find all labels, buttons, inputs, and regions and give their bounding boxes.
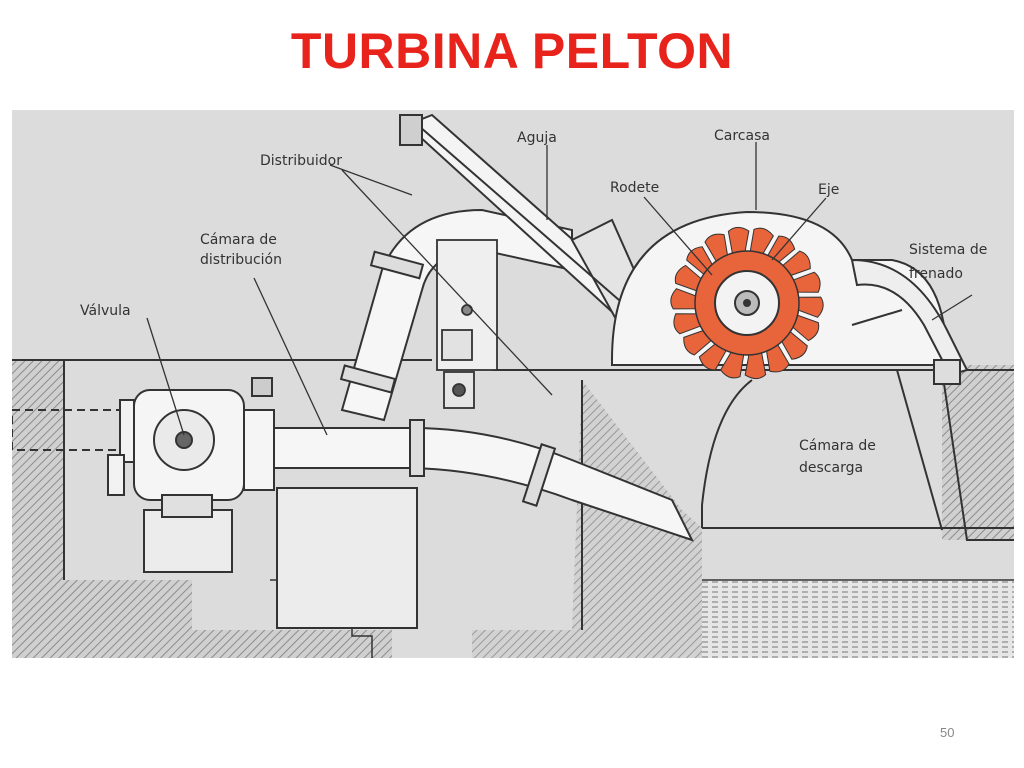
label-valvula: Válvula	[80, 303, 131, 319]
riser-pipe	[339, 208, 573, 422]
label-sistema-frenado-2: frenado	[909, 266, 963, 282]
label-camara-descarga-1: Cámara de	[799, 438, 876, 454]
inlet-pipe	[12, 399, 135, 496]
label-rodete: Rodete	[610, 180, 659, 196]
discharge-chamber	[701, 369, 943, 531]
runner-bucket	[744, 348, 767, 380]
penstock	[273, 419, 694, 542]
label-camara-descarga-2: descarga	[799, 460, 863, 476]
runner-bucket	[749, 227, 774, 258]
valve	[133, 377, 275, 518]
label-aguja: Aguja	[517, 130, 557, 146]
slide-title: TURBINA PELTON	[290, 23, 734, 79]
runner-bucket	[789, 271, 821, 293]
runner-bucket	[670, 288, 700, 310]
concrete-blocks	[143, 487, 418, 629]
pelton-runner	[670, 226, 824, 380]
turbine-diagram: Distribuidor Aguja Carcasa Rodete Eje Cá…	[12, 110, 1014, 658]
runner-bucket	[720, 348, 745, 379]
tailwater	[702, 580, 1014, 658]
runner-bucket	[727, 226, 750, 258]
distributor-structure	[436, 239, 498, 409]
runner-bucket	[789, 313, 820, 342]
label-carcasa: Carcasa	[714, 128, 770, 144]
label-camara-distribucion-2: distribución	[200, 252, 282, 268]
label-camara-distribucion-1: Cámara de	[200, 232, 277, 248]
turbine-cross-section: Distribuidor Aguja Carcasa Rodete Eje Cá…	[12, 113, 1014, 658]
label-leaders	[146, 142, 973, 436]
runner-bucket	[674, 264, 705, 293]
runner-bucket	[794, 296, 824, 318]
label-distribuidor: Distribuidor	[260, 153, 342, 169]
label-sistema-frenado-1: Sistema de	[909, 242, 987, 258]
runner-bucket	[673, 313, 705, 335]
braking-system	[850, 258, 969, 385]
label-eje: Eje	[818, 182, 839, 198]
page-number: 50	[940, 725, 955, 740]
